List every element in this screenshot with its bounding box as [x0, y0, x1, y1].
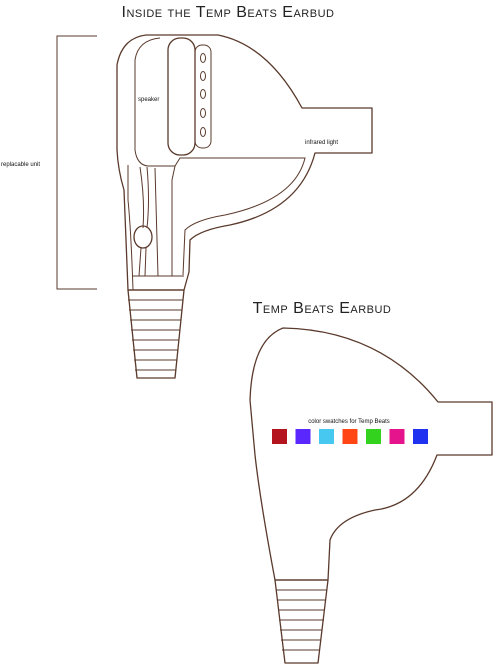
ear-tip-top: [127, 289, 185, 379]
swatch-magenta: [389, 429, 405, 444]
swatch-cyan: [319, 429, 334, 444]
replacable-unit-label: replacable unit: [1, 162, 40, 168]
swatch-orange: [342, 429, 358, 444]
earbud-inner-channel: [154, 165, 176, 277]
speaker-label: speaker: [138, 97, 159, 103]
led-4: [200, 108, 206, 118]
swatch-violet: [295, 429, 311, 444]
top-title: Inside the Temp Beats Earbud: [122, 4, 335, 21]
bottom-title: Temp Beats Earbud: [253, 300, 392, 317]
color-swatch-row: [272, 429, 428, 444]
swatch-green: [366, 429, 381, 444]
led-1: [200, 53, 206, 63]
earbud-inner-cavity: [134, 37, 306, 276]
led-5: [200, 127, 206, 137]
replacable-unit-bracket: [56, 35, 97, 290]
led-2: [200, 71, 206, 81]
ear-tip-bottom: [274, 579, 329, 664]
earbud-shell-outline: [116, 34, 373, 291]
internal-wire: [138, 166, 149, 277]
earbud-exterior-outline: [249, 327, 493, 581]
speaker-housing: [167, 37, 196, 156]
color-swatches-label: color swatches for Temp Beats: [308, 419, 390, 425]
infrared-light-label: infrared light: [305, 140, 338, 146]
led-strip: [194, 44, 212, 149]
led-3: [200, 89, 206, 99]
wire-bulb: [133, 225, 153, 249]
earbud-inner-wall: [127, 165, 134, 291]
swatch-dark-red: [272, 429, 287, 444]
swatch-blue: [413, 429, 428, 444]
